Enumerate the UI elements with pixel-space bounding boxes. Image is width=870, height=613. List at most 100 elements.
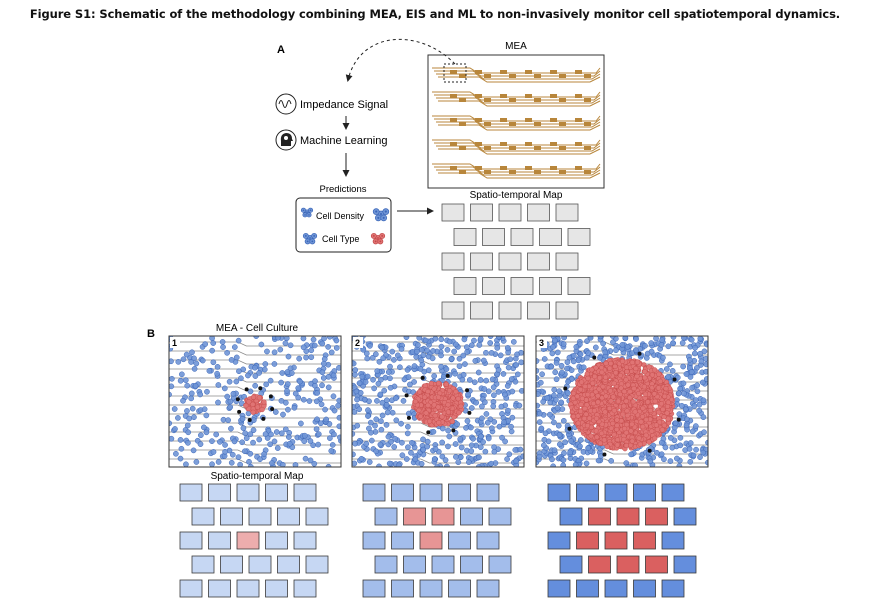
sine-wave-icon [278,100,292,108]
electrode-pad [525,70,532,74]
electrode-pad [475,142,482,146]
electrode-pad [459,170,466,174]
map-cell [362,579,386,598]
map-cell [419,483,443,502]
map-cell [547,483,571,502]
electrode-pad [575,142,582,146]
blue-cell-cluster-icon [300,207,314,218]
electrode-pad [525,94,532,98]
spatiotemporal-map-stage-2 [362,483,512,598]
electrode-pad [584,122,591,126]
electrode-pad [450,70,457,74]
electrode-pad [534,146,541,150]
electrode-pad [484,98,491,102]
electrode-pad [575,94,582,98]
electrode-pad [550,94,557,98]
electrode-pad [534,98,541,102]
electrode-pad [450,166,457,170]
map-cell [470,301,493,320]
map-cell [588,507,611,526]
map-cell [248,555,272,574]
map-cell [419,579,443,598]
electrode-pad [559,122,566,126]
stage-number: 3 [539,338,544,348]
map-cell [179,531,203,550]
map-cell [661,483,685,502]
blue-cell-cluster-icon [372,208,390,222]
electrode-pad [550,166,557,170]
electrode-pad [484,74,491,78]
map-cell [539,277,562,295]
map-cell [527,252,550,271]
map-cell [616,507,640,526]
impedance-step: Impedance Signal [275,93,388,115]
map-cell [555,252,579,271]
map-cell [460,555,483,574]
electrode-pad [575,166,582,170]
map-cell [604,531,628,550]
map-cell [470,203,493,222]
mea-electrode-row [432,139,601,155]
map-cell [441,203,465,222]
electrode-pad [450,94,457,98]
map-cell [482,277,505,295]
map-cell [374,507,398,526]
map-cell [576,579,599,598]
map-cell [510,228,534,246]
electrode-pad [550,70,557,74]
map-cell [527,301,550,320]
electrode-pad [584,98,591,102]
spatiotemporal-map-stage-1 [179,483,329,598]
spatiotemporal-map-label-a: Spatio-temporal Map [470,190,563,201]
map-cell [567,277,591,295]
electrode-pad [525,166,532,170]
map-cell [673,555,697,574]
map-cell [362,483,386,502]
predictions-box: Cell Density Cell Type [295,197,392,253]
electrode-pad [500,94,507,98]
map-cell [391,531,414,550]
map-cell [236,531,260,550]
map-cell [448,531,471,550]
mea-electrode-row [432,67,601,83]
electrode-pad [459,74,466,78]
map-cell [362,531,386,550]
map-cell [661,579,685,598]
map-cell [441,252,465,271]
cell-density-label: Cell Density [316,211,365,221]
electrode-pad [559,98,566,102]
map-cell [661,531,685,550]
predictions-title: Predictions [320,184,367,195]
electrode-pad [575,118,582,122]
mea-electrode-row [432,163,601,179]
map-cell [208,531,231,550]
electrode-pad [550,118,557,122]
electrode-pad [559,170,566,174]
map-cell [374,555,398,574]
map-cell [567,228,591,246]
electrode-pad [534,122,541,126]
map-cell [547,531,571,550]
map-cell [633,531,656,550]
map-cell [179,579,203,598]
map-cell [576,483,599,502]
map-cell [576,531,599,550]
map-cell [305,507,329,526]
electrode-pad [459,122,466,126]
map-cell [191,555,215,574]
map-cell [633,579,656,598]
electrode-pad [525,118,532,122]
map-cell [476,531,500,550]
dashed-curve-arrow [345,38,456,82]
stage-number: 2 [355,338,360,348]
map-cell [391,483,414,502]
mea-label: MEA [505,41,527,52]
ml-step: Machine Learning [275,129,387,151]
map-cell [305,555,329,574]
map-cell [498,252,522,271]
map-cell [448,579,471,598]
electrode-pad [525,142,532,146]
electrode-pad [509,146,516,150]
